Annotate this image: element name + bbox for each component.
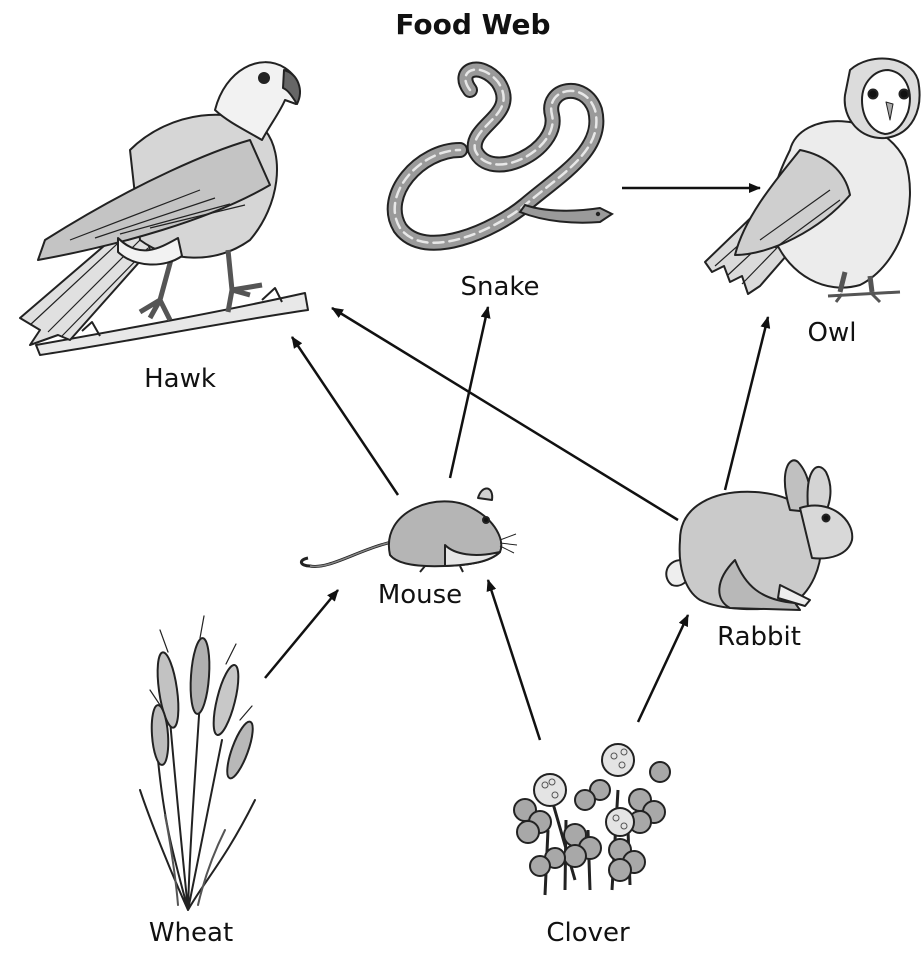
label-hawk: Hawk: [144, 364, 216, 394]
hawk-illustration: [20, 62, 308, 355]
label-clover: Clover: [546, 918, 629, 948]
snake-illustration: [395, 70, 612, 243]
arrow-rabbit-to-hawk: [332, 308, 678, 520]
arrow-clover-to-mouse: [488, 580, 540, 740]
wheat-illustration: [140, 616, 258, 910]
label-owl: Owl: [808, 318, 857, 348]
feeding-arrows: [265, 188, 768, 740]
owl-illustration: [705, 59, 920, 302]
arrow-mouse-to-hawk: [292, 337, 398, 495]
arrow-rabbit-to-owl: [725, 317, 768, 490]
diagram-title: Food Web: [395, 8, 550, 41]
arrow-clover-to-rabbit: [638, 615, 688, 722]
clover-illustration: [514, 744, 670, 895]
arrow-wheat-to-mouse: [265, 590, 338, 678]
label-mouse: Mouse: [378, 580, 462, 610]
label-wheat: Wheat: [149, 918, 233, 948]
rabbit-illustration: [666, 460, 852, 610]
mouse-illustration: [301, 488, 517, 572]
label-rabbit: Rabbit: [717, 622, 801, 652]
label-snake: Snake: [460, 272, 539, 302]
